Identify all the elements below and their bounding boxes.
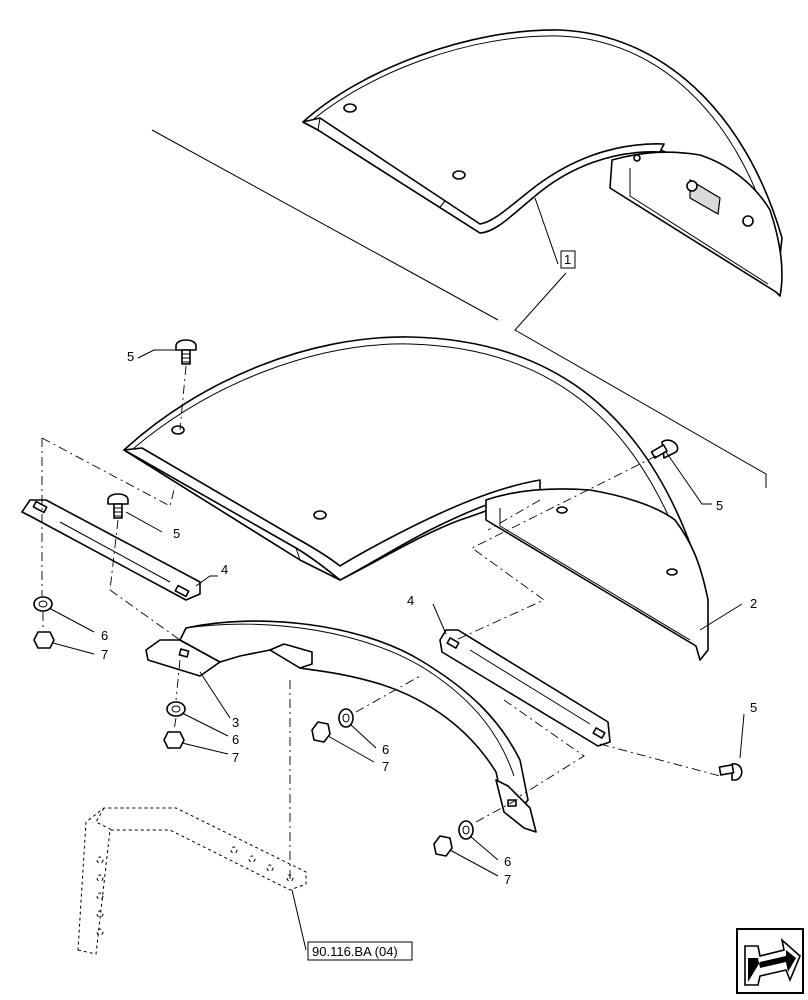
bolt-head-icon — [686, 180, 698, 192]
strap-4-left — [21, 499, 201, 601]
fender-main — [123, 336, 709, 661]
callout-1: 1 — [564, 252, 571, 267]
callout-leaders — [48, 349, 745, 951]
callout-6-d: 6 — [504, 854, 511, 869]
washer-6-c — [338, 708, 354, 728]
reference-link[interactable]: 90.116.BA (04) — [307, 941, 413, 961]
washer-6-b — [166, 701, 186, 717]
fender-assembly-top — [302, 29, 783, 297]
bolt-5-right — [650, 439, 679, 459]
callout-4-left: 4 — [221, 562, 228, 577]
nut-7-c — [311, 721, 331, 743]
bolt-5-left — [107, 493, 129, 519]
callout-4-right: 4 — [407, 593, 414, 608]
bolt-5-upper-left — [175, 339, 197, 365]
washer-6-d — [458, 820, 474, 840]
callout-7-b: 7 — [232, 750, 239, 765]
nut-7-d — [433, 835, 453, 857]
washer-6-a — [33, 596, 53, 612]
callout-2: 2 — [750, 596, 757, 611]
callout-3: 3 — [232, 715, 239, 730]
nut-7-a — [33, 631, 55, 649]
reference-label[interactable]: 90.116.BA (04) — [312, 944, 398, 959]
callout-5-lower-right: 5 — [750, 700, 757, 715]
callout-6-c: 6 — [382, 742, 389, 757]
bolt-head-icon — [742, 215, 754, 227]
strap-4-right — [439, 629, 611, 747]
callout-7-a: 7 — [101, 647, 108, 662]
callout-7-d: 7 — [504, 872, 511, 887]
bolt-5-lower-right — [718, 763, 743, 781]
assembly-centerlines — [41, 365, 721, 880]
callout-1-leaders — [151, 129, 767, 488]
callout-5-left: 5 — [173, 526, 180, 541]
next-page-arrow-icon[interactable] — [736, 928, 804, 994]
callout-6-b: 6 — [232, 732, 239, 747]
callout-7-c: 7 — [382, 759, 389, 774]
nut-7-b — [163, 731, 185, 749]
callout-5-upper-left: 5 — [127, 349, 134, 364]
bracket-3 — [145, 620, 537, 833]
support-arm-reference — [77, 807, 307, 955]
callout-5-right: 5 — [716, 498, 723, 513]
callout-6-a: 6 — [101, 628, 108, 643]
callout-1-box: 1 — [560, 250, 576, 269]
